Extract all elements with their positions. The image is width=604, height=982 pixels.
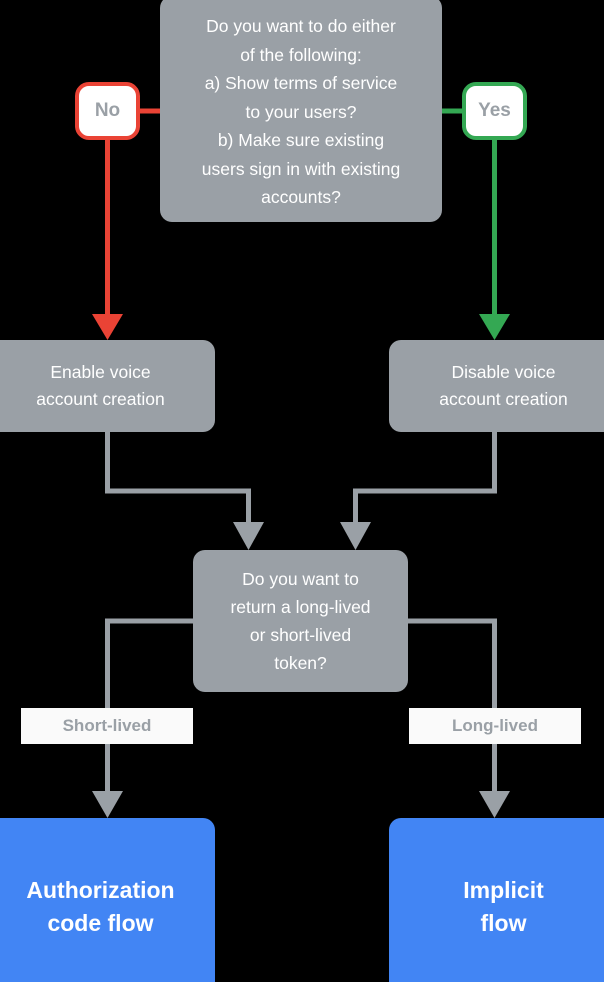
- edge-token-to-auth-code: [105, 618, 193, 793]
- decision-node-token-lifetime-label: Do you want to return a long-lived or sh…: [230, 569, 371, 673]
- terminal-node-implicit-flow-label: Implicit flow: [463, 877, 544, 936]
- arrowhead-no-to-enable: [92, 314, 123, 340]
- terminal-node-authorization-code-flow-label: Authorization code flow: [26, 877, 175, 936]
- edge-label-long-lived: Long-lived: [409, 708, 581, 744]
- arrowhead-enable-to-token: [233, 522, 264, 550]
- arrowhead-yes-to-disable: [479, 314, 510, 340]
- decision-node-terms-or-existing-accounts[interactable]: Do you want to do either of the followin…: [160, 0, 442, 222]
- edge-token-to-implicit: [408, 618, 497, 793]
- edge-label-long-lived-text: Long-lived: [452, 716, 538, 735]
- decision-node-token-lifetime[interactable]: Do you want to return a long-lived or sh…: [193, 550, 408, 692]
- branch-badge-yes-label: Yes: [478, 100, 511, 121]
- arrowhead-token-to-auth-code: [92, 791, 123, 818]
- terminal-node-authorization-code-flow[interactable]: Authorization code flow: [0, 818, 215, 982]
- branch-badge-yes[interactable]: Yes: [462, 82, 527, 140]
- edge-disable-to-token: [353, 432, 497, 524]
- arrowhead-token-to-implicit: [479, 791, 510, 818]
- process-node-disable-voice-account-creation[interactable]: Disable voice account creation: [389, 340, 604, 432]
- edge-enable-to-token: [105, 432, 251, 524]
- process-node-enable-voice-account-creation-label: Enable voice account creation: [36, 362, 165, 409]
- edge-label-short-lived-text: Short-lived: [62, 716, 152, 735]
- decision-node-terms-or-existing-accounts-label: Do you want to do either of the followin…: [201, 16, 401, 208]
- arrowhead-disable-to-token: [340, 522, 371, 550]
- process-node-enable-voice-account-creation[interactable]: Enable voice account creation: [0, 340, 215, 432]
- branch-badge-no-label: No: [94, 100, 121, 121]
- edge-label-short-lived: Short-lived: [21, 708, 193, 744]
- branch-badge-no[interactable]: No: [75, 82, 140, 140]
- terminal-node-implicit-flow[interactable]: Implicit flow: [389, 818, 604, 982]
- process-node-disable-voice-account-creation-label: Disable voice account creation: [439, 362, 568, 409]
